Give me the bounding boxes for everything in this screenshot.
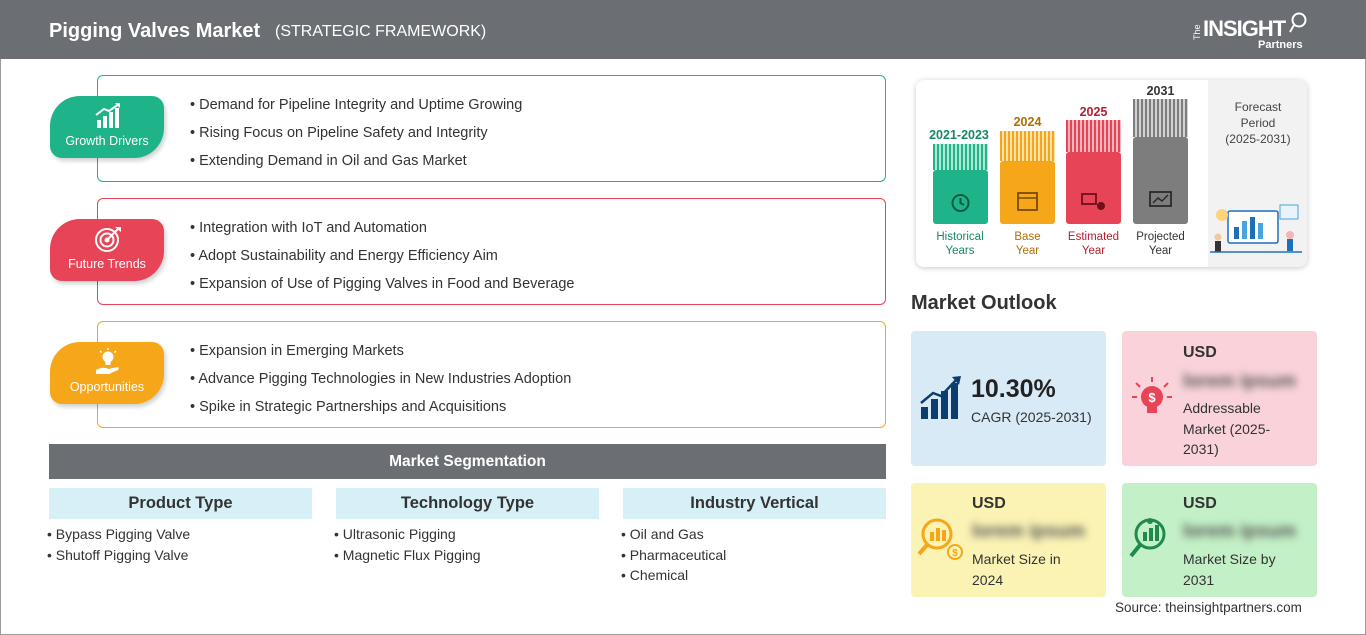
- opportunities-box: Expansion in Emerging Markets Advance Pi…: [97, 321, 886, 428]
- base-bar: [1000, 131, 1055, 224]
- list-item: Advance Pigging Technologies in New Indu…: [190, 367, 571, 395]
- projected-bar: [1133, 99, 1188, 224]
- cagr-label: CAGR (2025-2031): [971, 409, 1092, 425]
- cagr-value: 10.30%: [971, 375, 1056, 403]
- future-trends-label: Future Trends: [68, 257, 146, 271]
- list-item: Oil and Gas: [621, 524, 726, 545]
- addressable-currency: USD: [1183, 344, 1217, 361]
- list-item: Magnetic Flux Pigging: [334, 545, 481, 566]
- list-item: Rising Focus on Pipeline Safety and Inte…: [190, 121, 522, 149]
- historical-bar: [933, 144, 988, 224]
- list-item: Bypass Pigging Valve: [47, 524, 190, 545]
- market-segmentation-bar: Market Segmentation: [49, 444, 886, 479]
- future-trends-box: Integration with IoT and Automation Adop…: [97, 198, 886, 305]
- estimated-bar: [1066, 120, 1121, 224]
- list-item: Spike in Strategic Partnerships and Acqu…: [190, 395, 571, 423]
- market-size-2031-card: USD lorem ipsum Market Size by 2031: [1122, 483, 1317, 597]
- size-2031-value: lorem ipsum: [1183, 521, 1296, 542]
- product-type-heading: Product Type: [49, 488, 312, 519]
- svg-text:$: $: [1148, 390, 1156, 405]
- list-item: Expansion in Emerging Markets: [190, 339, 571, 367]
- page-title: Pigging Valves Market: [49, 20, 261, 42]
- logo-insight: INSIGHT: [1203, 16, 1286, 41]
- estimated-year: 2025: [1079, 105, 1108, 119]
- list-item: Extending Demand in Oil and Gas Market: [190, 149, 522, 177]
- future-trends-list: Integration with IoT and Automation Adop…: [190, 216, 574, 300]
- cagr-card: 10.30% CAGR (2025-2031): [911, 331, 1106, 466]
- list-item: Chemical: [621, 565, 726, 586]
- projected-year: 2031: [1146, 84, 1175, 98]
- size-2031-currency: USD: [1183, 495, 1217, 512]
- size-2024-currency: USD: [972, 495, 1006, 512]
- growth-bars-icon: [920, 376, 961, 419]
- logo-magnifier-icon: [1289, 12, 1307, 33]
- header-bar: Pigging Valves Market (STRATEGIC FRAMEWO…: [0, 0, 1366, 59]
- analytics-illustration-icon: [1210, 204, 1302, 253]
- forecast-period-text: Forecast Period (2025-2031): [1225, 100, 1291, 146]
- growth-drivers-box: Demand for Pipeline Integrity and Uptime…: [97, 75, 886, 182]
- insight-partners-logo[interactable]: The INSIGHT Partners: [1192, 10, 1312, 52]
- logo-partners: Partners: [1258, 39, 1303, 51]
- svg-text:$: $: [952, 548, 958, 559]
- growth-drivers-label: Growth Drivers: [65, 134, 149, 148]
- source-text: Source: theinsightpartners.com: [1115, 600, 1302, 615]
- addressable-value: lorem ipsum: [1183, 371, 1296, 392]
- market-outlook-title: Market Outlook: [911, 292, 1057, 314]
- target-icon: [95, 227, 121, 252]
- page-subtitle: (STRATEGIC FRAMEWORK): [275, 23, 487, 40]
- size-2024-label: Market Size in 2024: [972, 551, 1061, 588]
- industry-vertical-heading: Industry Vertical: [623, 488, 886, 519]
- magnifier-growth-icon: [1129, 518, 1166, 558]
- industry-vertical-list: Oil and Gas Pharmaceutical Chemical: [621, 524, 727, 586]
- technology-type-list: Ultrasonic Pigging Magnetic Flux Pigging: [334, 524, 481, 565]
- technology-type-heading: Technology Type: [336, 488, 599, 519]
- dollar-bulb-icon: $: [1132, 377, 1172, 413]
- size-2031-label: Market Size by 2031: [1183, 551, 1276, 588]
- addressable-label: Addressable Market (2025- 2031): [1183, 400, 1271, 457]
- size-2024-value: lorem ipsum: [972, 521, 1085, 542]
- product-type-list: Bypass Pigging Valve Shutoff Pigging Val…: [47, 524, 190, 565]
- addressable-market-card: $ USD lorem ipsum Addressable Market (20…: [1122, 331, 1317, 466]
- logo-the: The: [1192, 24, 1202, 40]
- list-item: Ultrasonic Pigging: [334, 524, 481, 545]
- opportunities-badge: Opportunities: [50, 342, 164, 404]
- historical-year: 2021-2023: [929, 128, 989, 142]
- lightbulb-hand-icon: [96, 348, 119, 374]
- growth-chart-icon: [95, 103, 120, 128]
- list-item: Pharmaceutical: [621, 545, 727, 566]
- future-trends-badge: Future Trends: [50, 219, 164, 281]
- list-item: Shutoff Pigging Valve: [47, 545, 190, 566]
- list-item: Demand for Pipeline Integrity and Uptime…: [190, 93, 522, 121]
- list-item: Adopt Sustainability and Energy Efficien…: [190, 244, 574, 272]
- growth-drivers-badge: Growth Drivers: [50, 96, 164, 158]
- market-size-2024-card: $ USD lorem ipsum Market Size in 2024: [911, 483, 1106, 597]
- base-year: 2024: [1013, 115, 1042, 129]
- list-item: Integration with IoT and Automation: [190, 216, 574, 244]
- opportunities-list: Expansion in Emerging Markets Advance Pi…: [190, 339, 571, 423]
- growth-drivers-list: Demand for Pipeline Integrity and Uptime…: [190, 93, 522, 177]
- opportunities-label: Opportunities: [69, 380, 145, 394]
- magnifier-chart-icon: $: [917, 518, 963, 560]
- list-item: Expansion of Use of Pigging Valves in Fo…: [190, 272, 574, 300]
